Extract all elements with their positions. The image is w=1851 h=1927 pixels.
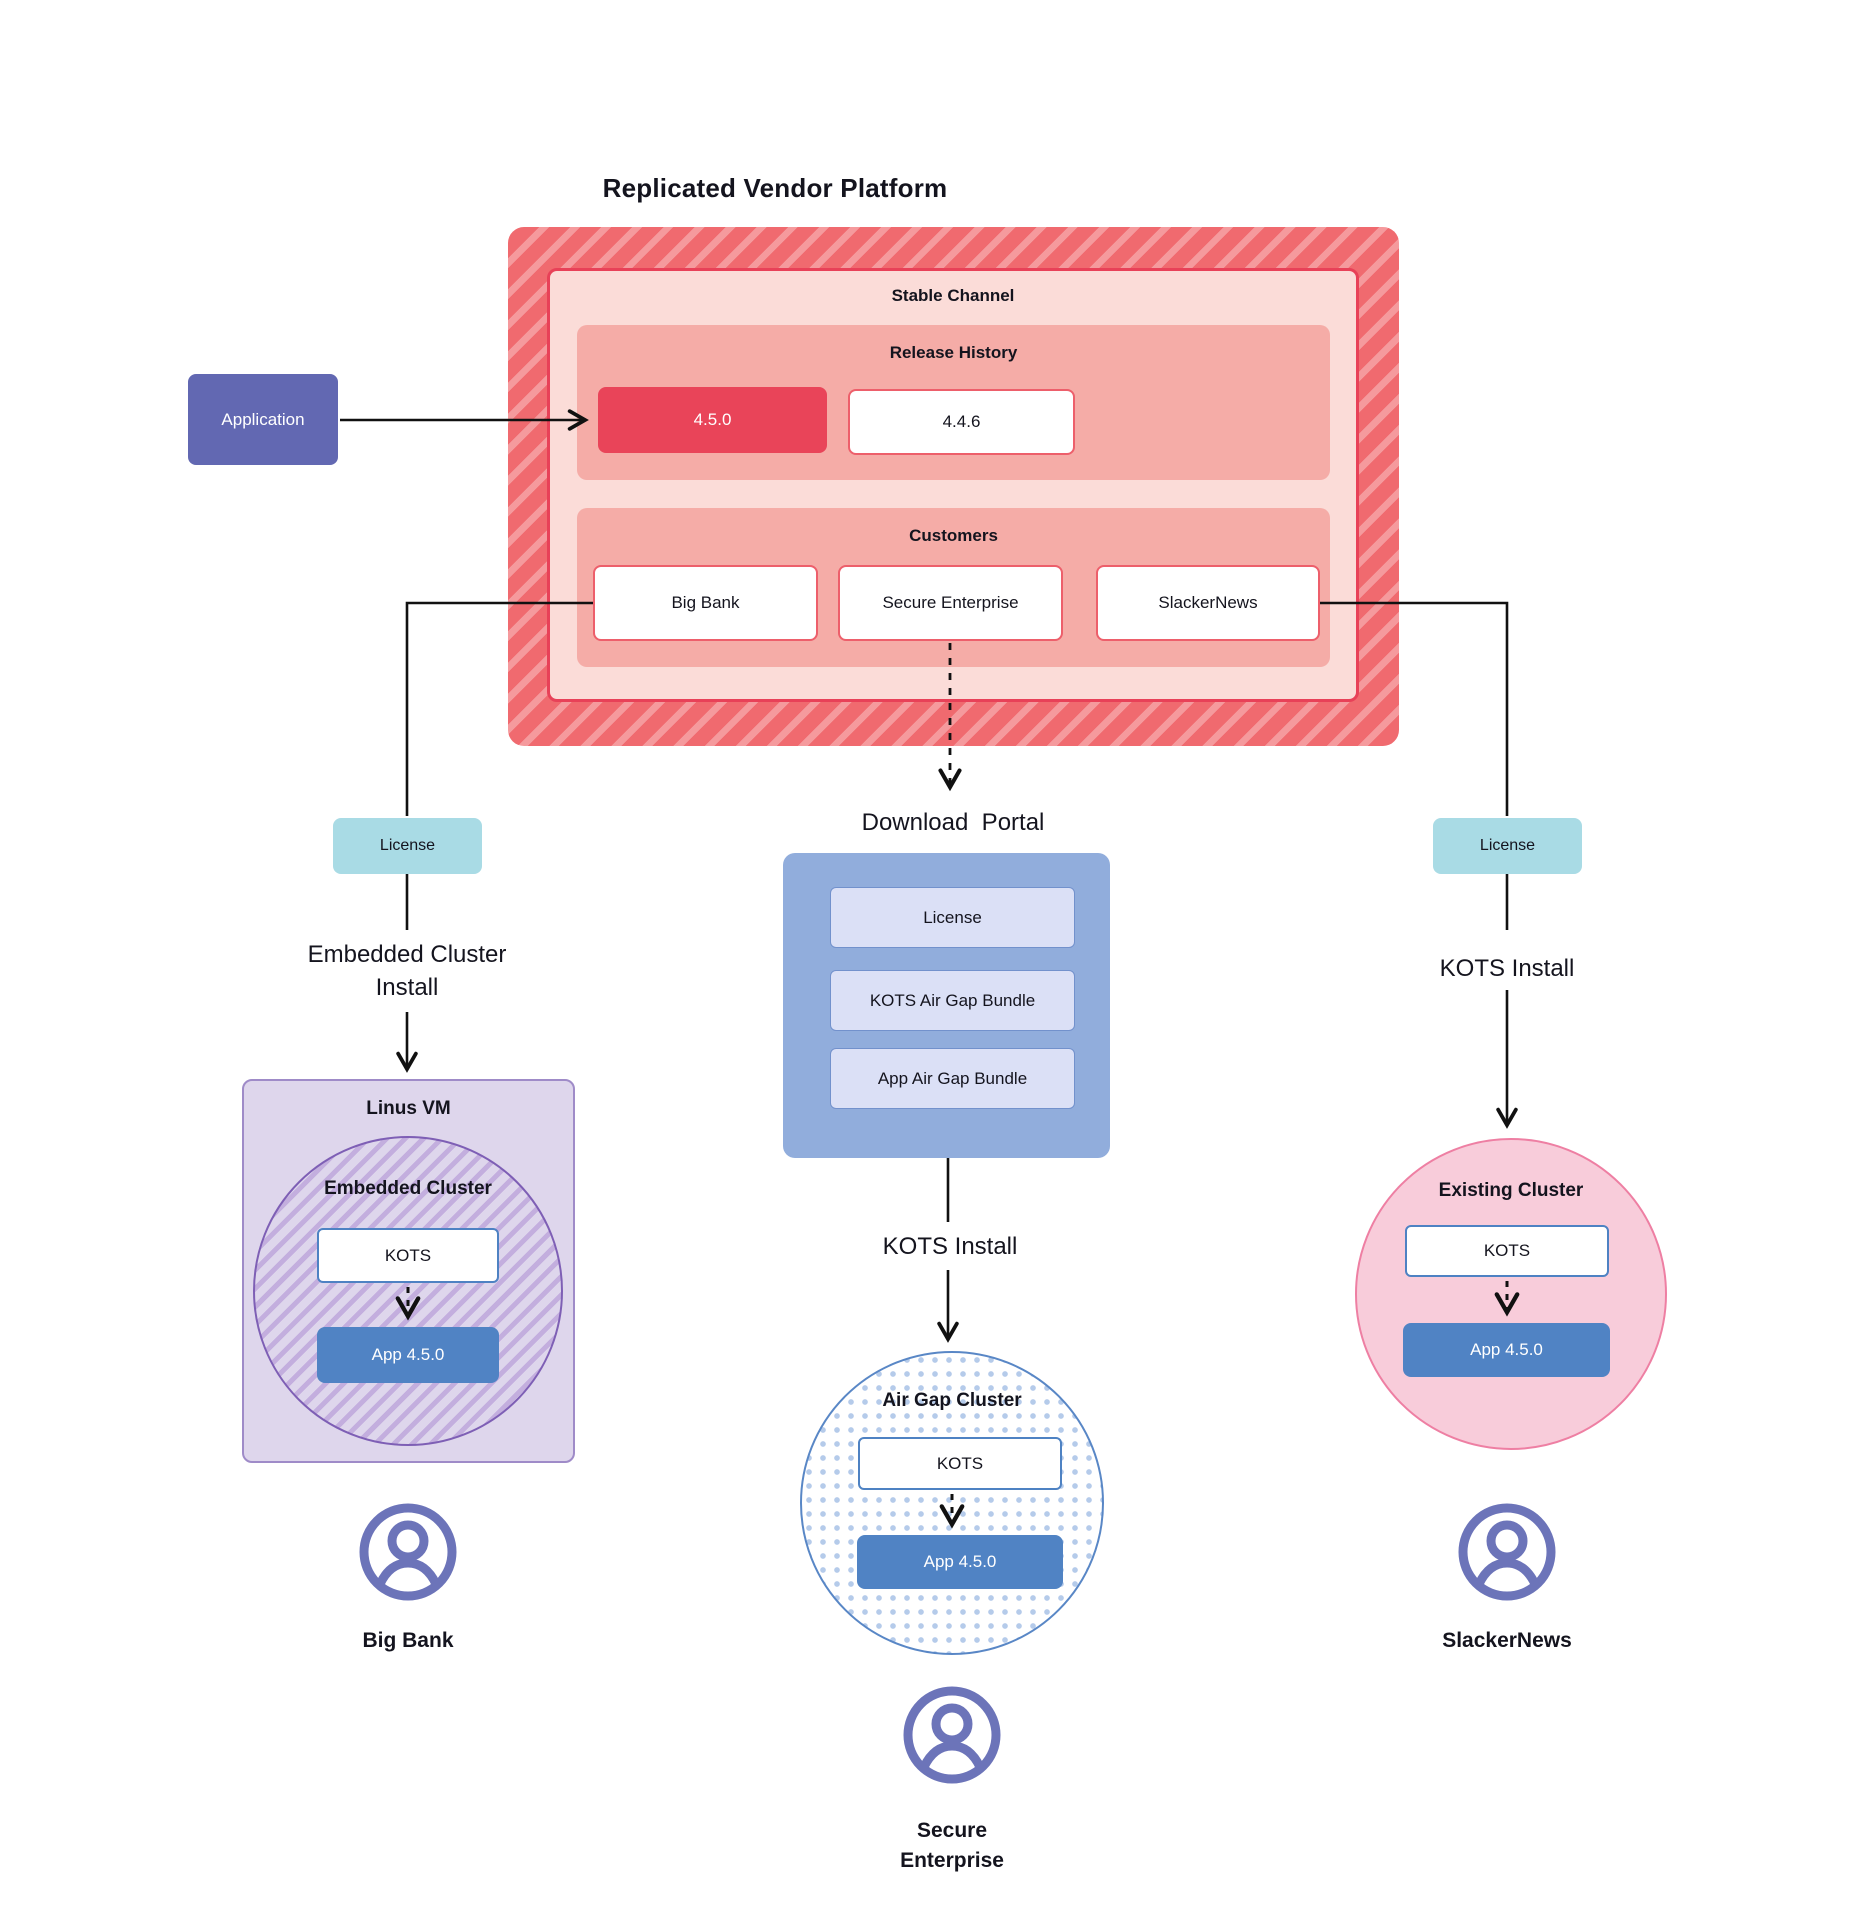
license-chip-right: License [1433,818,1582,874]
kots-box-right: KOTS [1405,1225,1609,1277]
download-portal-label: Download Portal [861,809,1045,836]
embedded-cluster-install-label: Embedded Cluster Install [307,941,507,1001]
customer-slackernews: SlackerNews [1096,565,1320,641]
kots-install-label-middle: KOTS Install [882,1233,1018,1260]
release-4-5-0: 4.5.0 [598,387,827,453]
airgap-cluster-circle [800,1351,1104,1655]
license-chip-left: License [333,818,482,874]
portal-item-kots-airgap-bundle: KOTS Air Gap Bundle [830,970,1075,1031]
user-label-big-bank: Big Bank [362,1629,454,1652]
airgap-cluster-label: Air Gap Cluster [882,1390,1022,1411]
app-box-left: App 4.5.0 [317,1327,499,1383]
app-box-right: App 4.5.0 [1403,1323,1610,1377]
existing-cluster-label: Existing Cluster [1438,1180,1584,1201]
app-box-middle: App 4.5.0 [857,1535,1063,1589]
stable-channel-label: Stable Channel [891,286,1015,305]
user-icon [359,1503,457,1601]
user-icon [1458,1503,1556,1601]
linus-vm-label: Linus VM [366,1098,451,1119]
page-title: Replicated Vendor Platform [602,172,948,203]
user-label-secure-enterprise: Secure Enterprise [900,1819,1004,1872]
customer-secure-enterprise: Secure Enterprise [838,565,1063,641]
customers-label: Customers [909,526,998,545]
kots-box-left: KOTS [317,1228,499,1283]
kots-install-label-right: KOTS Install [1439,955,1575,982]
application-node: Application [188,374,338,465]
customer-big-bank: Big Bank [593,565,818,641]
release-history-label: Release History [889,343,1018,362]
user-icon [903,1686,1001,1784]
kots-box-middle: KOTS [858,1437,1062,1490]
portal-item-app-airgap-bundle: App Air Gap Bundle [830,1048,1075,1109]
user-label-slackernews: SlackerNews [1442,1629,1572,1652]
portal-item-license: License [830,887,1075,948]
embedded-cluster-label: Embedded Cluster [324,1178,492,1199]
release-4-4-6: 4.4.6 [848,389,1075,455]
